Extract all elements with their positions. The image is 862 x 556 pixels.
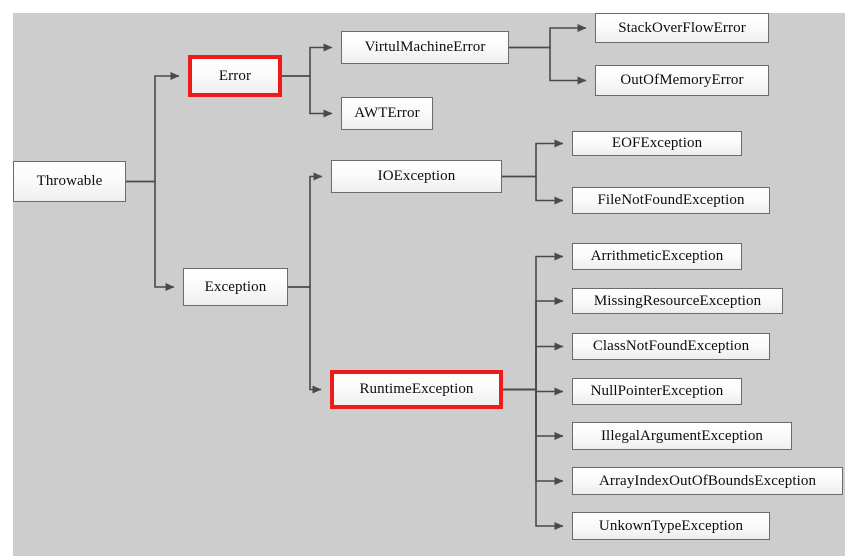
node-exception[interactable]: Exception [183,268,288,306]
node-nullpointer[interactable]: NullPointerException [572,378,742,405]
node-arrayindex[interactable]: ArrayIndexOutOfBoundsException [572,467,843,495]
node-filenotfound[interactable]: FileNotFoundException [572,187,770,214]
node-label: StackOverFlowError [618,19,746,36]
node-illegalargument[interactable]: IllegalArgumentException [572,422,792,450]
node-label: Throwable [36,173,103,189]
node-awterror[interactable]: AWTError [341,97,433,130]
node-label: FileNotFoundException [597,192,745,208]
node-classnotfound[interactable]: ClassNotFoundException [572,333,770,360]
node-outofmemory[interactable]: OutOfMemoryError [595,65,769,96]
node-label: AWTError [354,105,420,121]
node-label: OutOfMemoryError [620,72,744,88]
node-label: ArrayIndexOutOfBoundsException [598,472,817,489]
node-label: RuntimeException [359,381,474,397]
node-throwable[interactable]: Throwable [13,161,126,202]
node-label: VirtulMachineError [364,39,486,55]
node-label: EOFException [611,135,703,151]
node-error[interactable]: Error [188,55,282,97]
node-label: UnkownTypeException [598,517,744,534]
node-label: IllegalArgumentException [600,427,764,444]
node-label: Error [218,67,252,84]
node-missingresource[interactable]: MissingResourceException [572,288,783,314]
node-stackoverflow[interactable]: StackOverFlowError [595,13,769,43]
node-unkowntype[interactable]: UnkownTypeException [572,512,770,540]
node-runtimeexception[interactable]: RuntimeException [330,370,503,409]
node-virtulmachine[interactable]: VirtulMachineError [341,31,509,64]
node-label: IOException [377,168,456,184]
node-label: ArrithmeticException [590,248,724,264]
node-label: Exception [204,278,267,295]
node-ioexception[interactable]: IOException [331,160,502,193]
node-label: NullPointerException [590,383,724,399]
node-label: MissingResourceException [593,292,762,309]
node-label: ClassNotFoundException [592,338,750,354]
node-arrithmetic[interactable]: ArrithmeticException [572,243,742,270]
node-eofexception[interactable]: EOFException [572,131,742,156]
